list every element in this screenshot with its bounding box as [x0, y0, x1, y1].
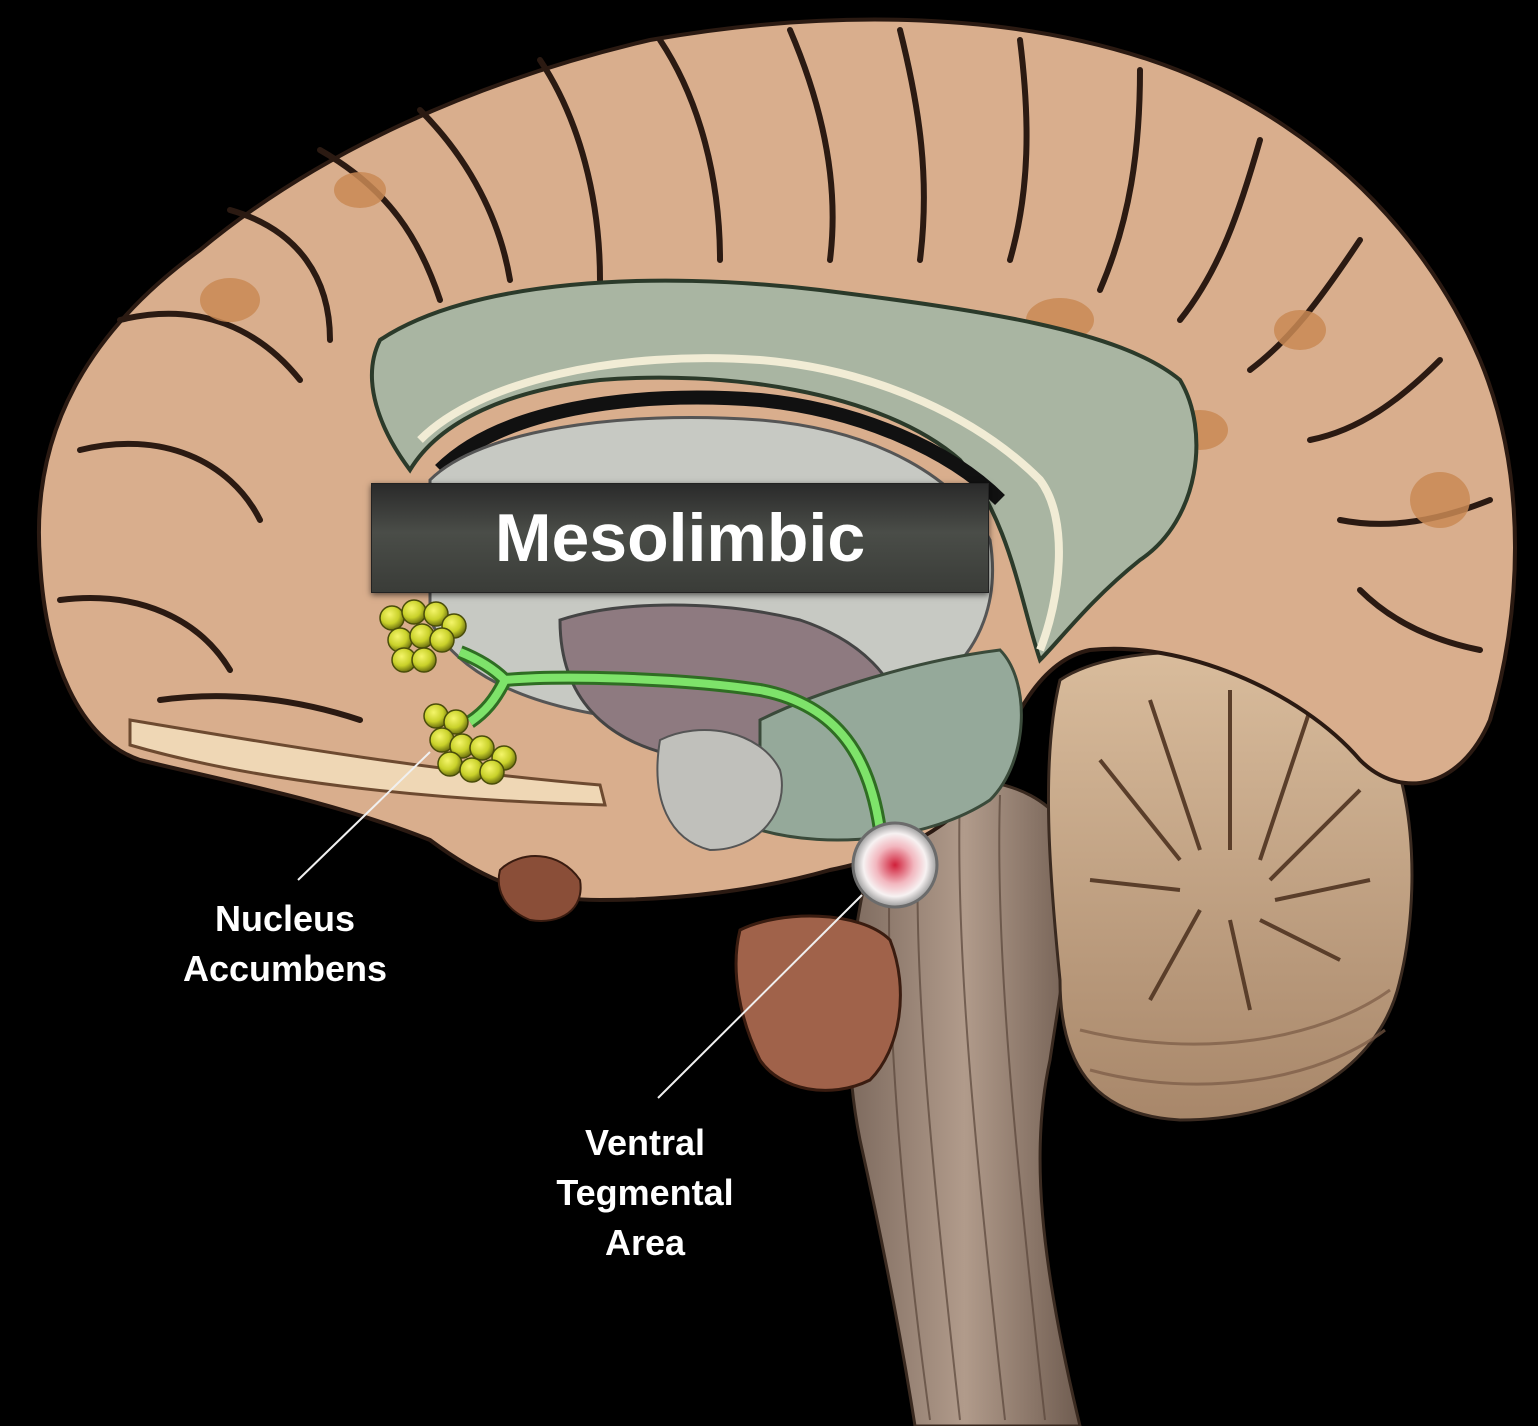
vta-marker [853, 823, 937, 907]
diagram-title: Mesolimbic [371, 483, 989, 593]
pons [736, 916, 900, 1090]
ventral-tegmental-area-label: Ventral Tegmental Area [500, 1118, 790, 1268]
nucleus-accumbens-label: Nucleus Accumbens [140, 894, 430, 994]
